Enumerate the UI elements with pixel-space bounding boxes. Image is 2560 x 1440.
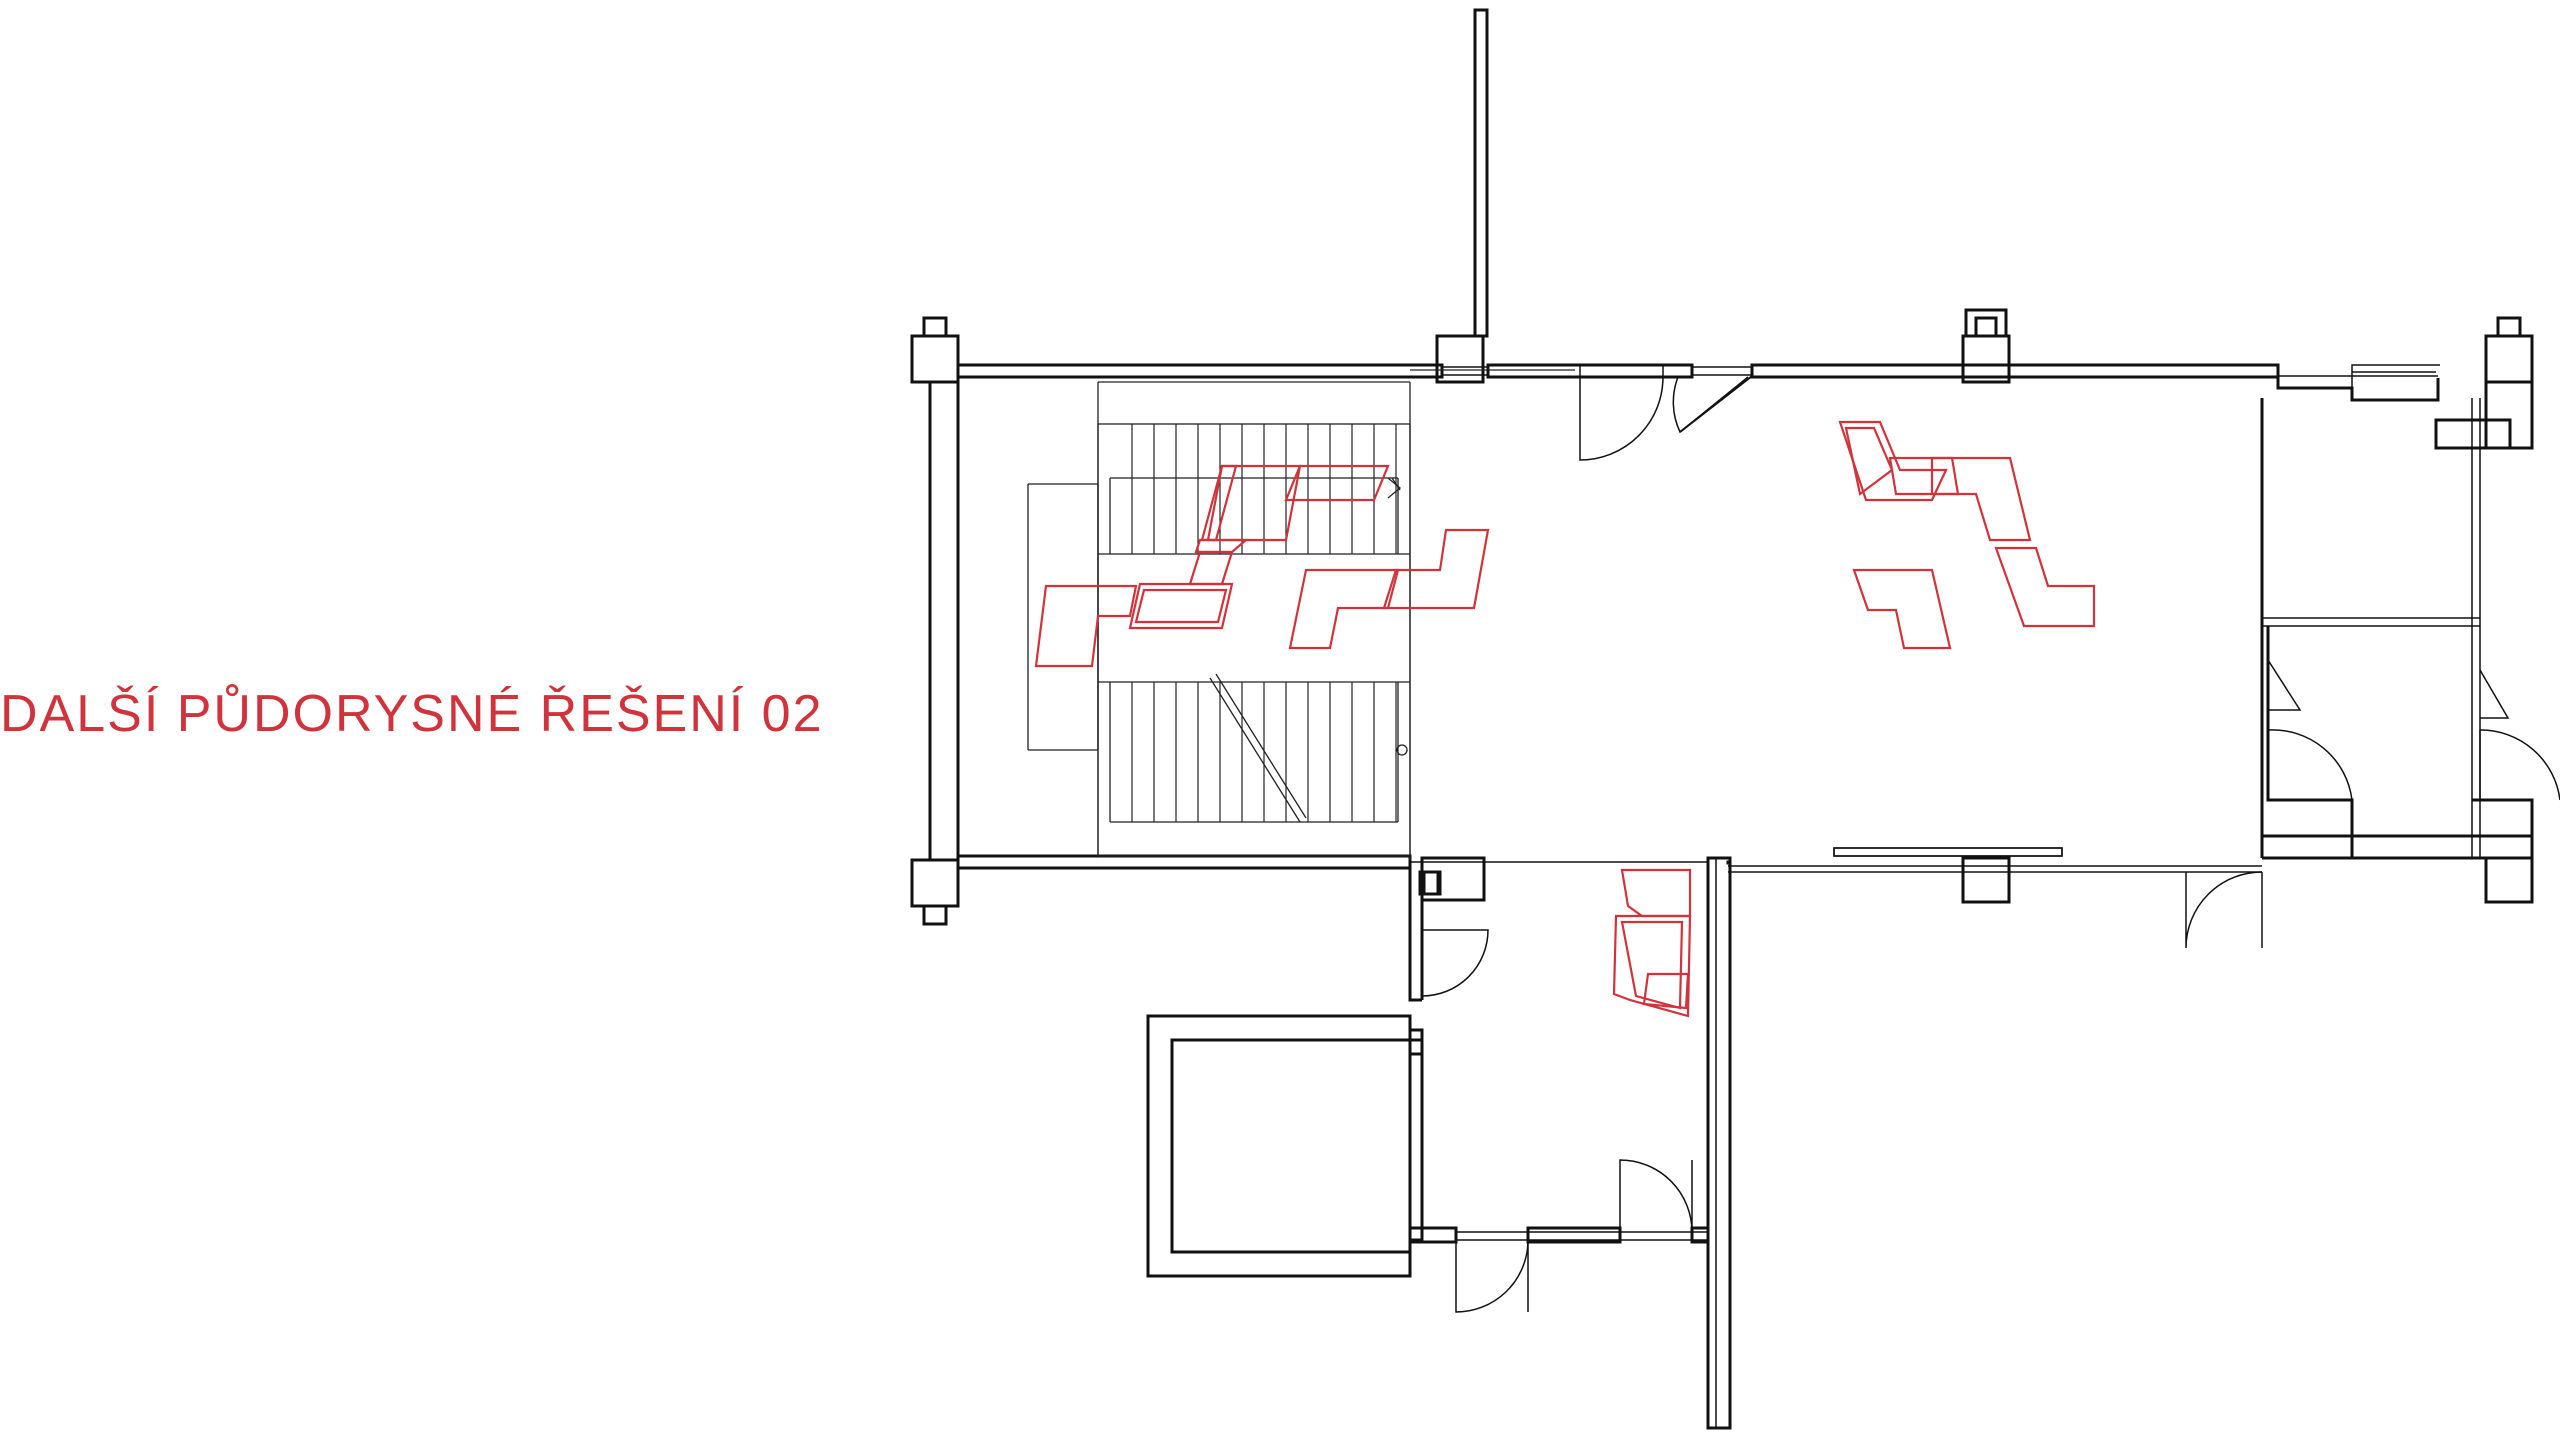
annex-east-wall xyxy=(1706,856,1732,1430)
columns-north xyxy=(910,308,2534,450)
stair-treads xyxy=(1131,424,1397,822)
west-wall xyxy=(928,380,960,862)
elevator-shaft xyxy=(1146,1014,1412,1278)
plan-title: DALŠÍ PŮDORYSNÉ ŘEŠENÍ 02 xyxy=(0,685,824,743)
north-extension-wall xyxy=(1473,8,1489,338)
north-wall xyxy=(956,363,2512,450)
south-wall xyxy=(910,834,2534,926)
walls xyxy=(910,8,2534,1430)
columns-west xyxy=(922,316,948,338)
furniture xyxy=(1034,420,2096,1018)
east-rooms xyxy=(2260,398,2534,858)
annex-walls xyxy=(1408,868,1710,1244)
doors xyxy=(1421,365,2560,1313)
